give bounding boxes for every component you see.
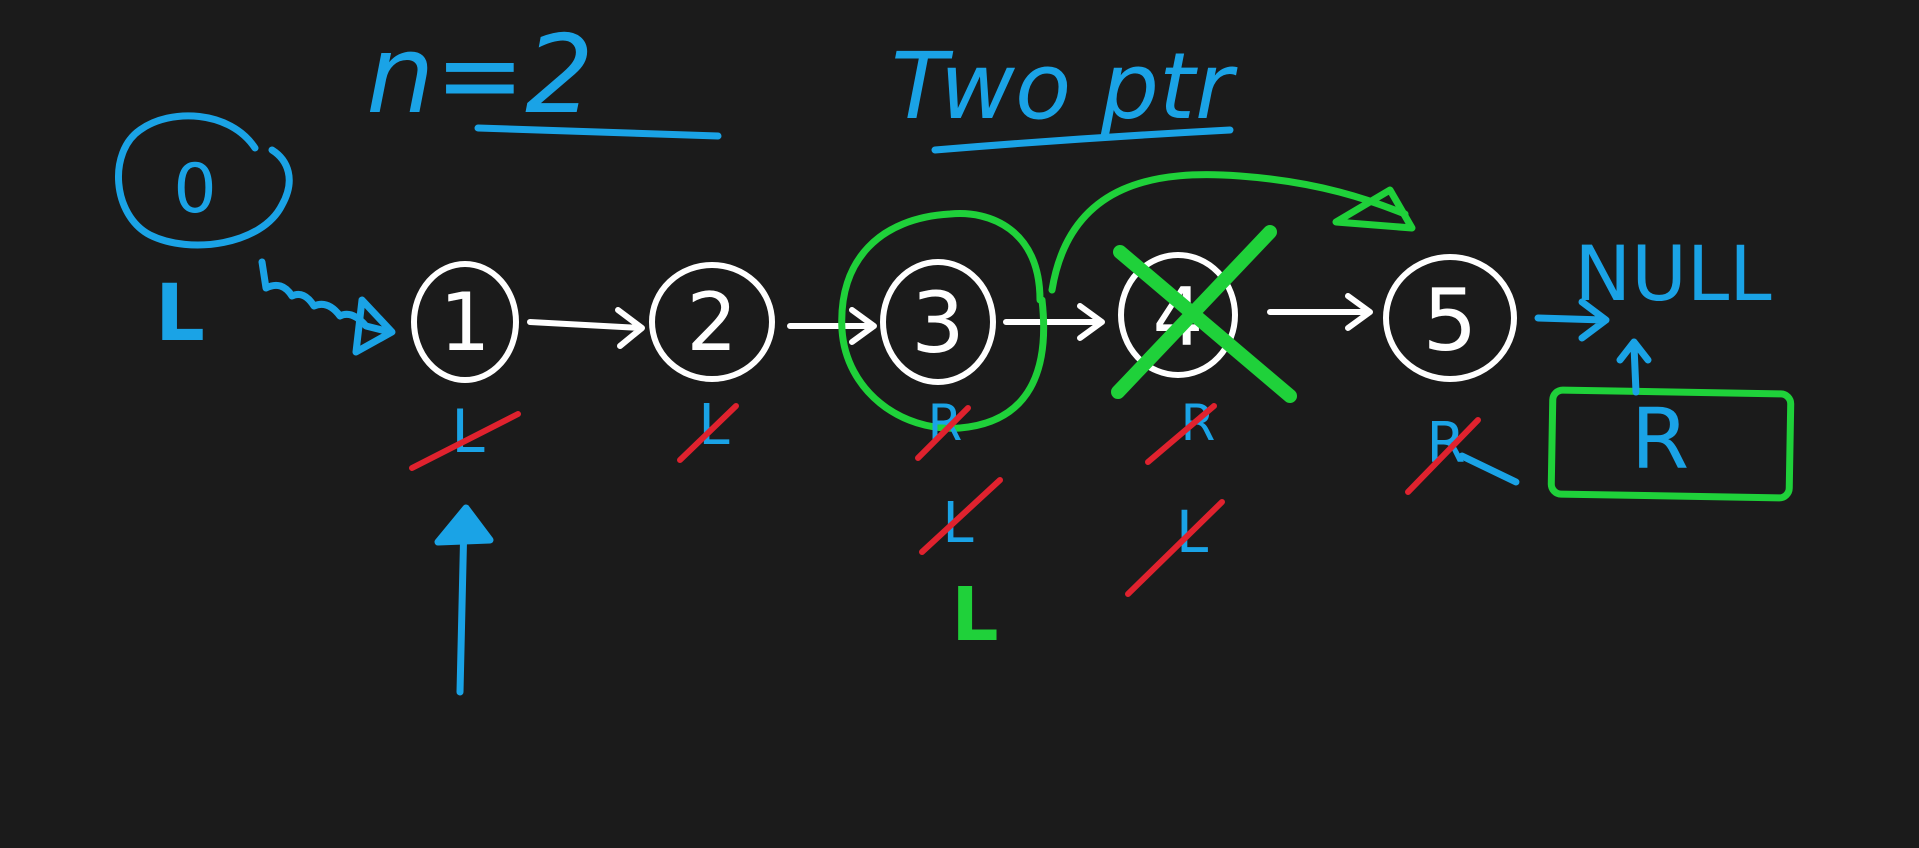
- node-4-pointer-l-strike: [1125, 499, 1225, 597]
- title-n-underline: [474, 124, 722, 140]
- arrow-2-to-3: [787, 307, 877, 345]
- skip-arrowhead: [1332, 186, 1416, 232]
- dummy-node-label: L: [155, 269, 205, 359]
- title-n-equals-2: n=2: [366, 13, 594, 138]
- arrow-4-to-5: [1267, 293, 1373, 331]
- node-2-pointer-strike: [677, 403, 739, 463]
- node-5-pointer-strike: [1405, 417, 1481, 495]
- node-4-cross: [1111, 225, 1297, 403]
- title-two-ptr-underline: [931, 126, 1234, 154]
- node-1-value: 1: [440, 276, 491, 369]
- final-right-box: [1547, 386, 1795, 502]
- node-1: 1: [411, 261, 519, 383]
- final-right-label: R: [1631, 390, 1689, 488]
- null-label: NULL: [1574, 229, 1771, 318]
- title-two-ptr: Two ptr: [891, 33, 1238, 140]
- node-3-highlight-circle: [838, 210, 1048, 432]
- start-up-arrow: [456, 516, 468, 696]
- skip-arrow: [1048, 171, 1409, 294]
- node-3-pointer-l: L: [942, 491, 973, 556]
- node-3-pointer-l-final: L: [951, 572, 998, 658]
- arrow-1-to-2: [527, 307, 645, 349]
- node-1-pointer-strike: [409, 411, 521, 471]
- node-3: 3: [880, 259, 996, 385]
- node-3-value: 3: [911, 274, 964, 372]
- arrow-3-to-4: [1003, 303, 1105, 341]
- arrow-5-to-null: [1534, 298, 1610, 342]
- node-3-pointer-r-strike: [915, 405, 971, 461]
- node-5-pointer-r-tail: [1458, 452, 1520, 486]
- dummy-squiggle-arrowhead: [352, 296, 396, 356]
- dummy-node-value: 0: [173, 150, 216, 229]
- final-right-pointer-arrow: [1616, 338, 1652, 396]
- node-2-value: 2: [687, 276, 738, 369]
- node-2: 2: [649, 262, 775, 382]
- node-5: 5: [1383, 254, 1517, 382]
- start-up-arrowhead: [434, 504, 494, 546]
- node-4-pointer-r-strike: [1145, 403, 1217, 465]
- dummy-squiggle-arrow: [258, 258, 394, 336]
- dummy-node-circle: [115, 112, 293, 249]
- node-3-pointer-l-strike: [919, 477, 1003, 555]
- node-5-value: 5: [1423, 271, 1478, 371]
